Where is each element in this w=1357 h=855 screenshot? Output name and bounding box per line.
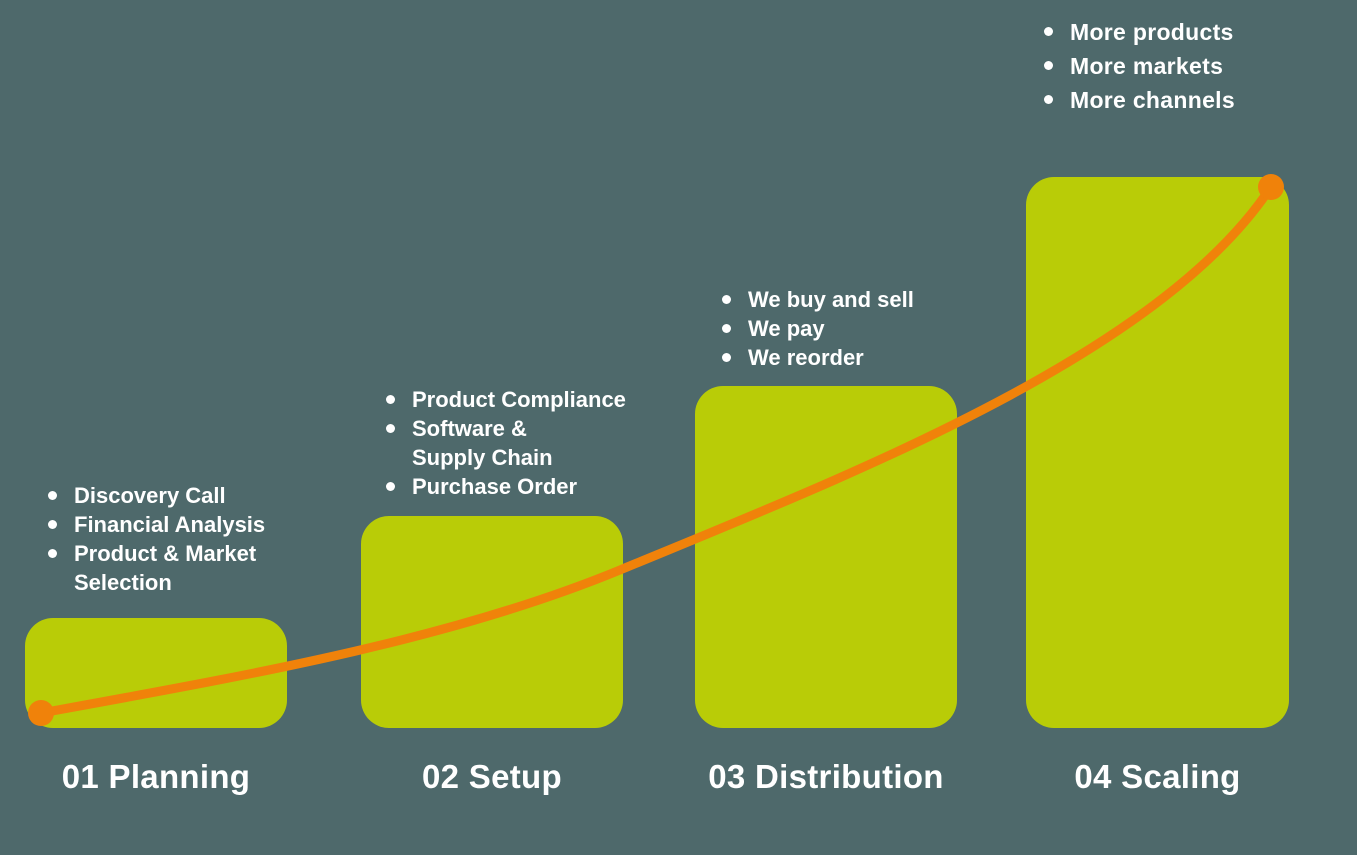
bullet-icon [386, 424, 395, 433]
distribution-bullet-list: We buy and sell We pay We reorder [722, 285, 914, 372]
bullet-label: Financial Analysis [74, 512, 266, 537]
bullet-label: Purchase Order [412, 474, 578, 499]
bullet-icon [48, 520, 57, 529]
stage-label-planning: 01 Planning [61, 758, 251, 795]
bullet-label: We buy and sell [748, 287, 914, 312]
list-item: Discovery Call [48, 481, 265, 510]
bullet-label: More markets [1070, 53, 1224, 79]
list-item: Purchase Order [386, 472, 626, 501]
list-item: We buy and sell [722, 285, 914, 314]
bullet-icon [386, 482, 395, 491]
bar-planning [25, 618, 287, 728]
bullet-icon [722, 324, 731, 333]
bullet-icon [1044, 61, 1053, 70]
bullet-icon [48, 549, 57, 558]
bullet-label: Discovery Call [74, 483, 226, 508]
bullet-label: More products [1070, 19, 1234, 45]
bullet-label: We pay [748, 316, 825, 341]
stage-label-scaling: 04 Scaling [1074, 758, 1241, 795]
bar-scaling [1026, 177, 1289, 728]
list-item: More channels [1044, 83, 1235, 117]
bullet-label: We reorder [748, 345, 864, 370]
list-item: More markets [1044, 49, 1235, 83]
list-item: Financial Analysis [48, 510, 265, 539]
list-item: More products [1044, 15, 1235, 49]
bullet-icon [1044, 95, 1053, 104]
bullet-label: Product Compliance [412, 387, 626, 412]
list-item: We pay [722, 314, 914, 343]
scaling-bullet-list: More products More markets More channels [1044, 15, 1235, 117]
stage-label-distribution: 03 Distribution [708, 758, 944, 795]
bullet-icon [722, 295, 731, 304]
bullet-icon [48, 491, 57, 500]
bar-distribution [695, 386, 957, 728]
bar-setup [361, 516, 623, 728]
planning-bullet-list: Discovery Call Financial Analysis Produc… [48, 481, 265, 597]
list-item: Software & Supply Chain [386, 414, 626, 472]
list-item: Product Compliance [386, 385, 626, 414]
bullet-label: Software & Supply Chain [412, 416, 553, 470]
bullet-icon [1044, 27, 1053, 36]
bullet-label: Product & Market Selection [74, 541, 257, 595]
bullet-label: More channels [1070, 87, 1235, 113]
setup-bullet-list: Product Compliance Software & Supply Cha… [386, 385, 626, 501]
list-item: We reorder [722, 343, 914, 372]
list-item: Product & Market Selection [48, 539, 265, 597]
bullet-icon [722, 353, 731, 362]
stage-label-setup: 02 Setup [422, 758, 562, 795]
bullet-icon [386, 395, 395, 404]
